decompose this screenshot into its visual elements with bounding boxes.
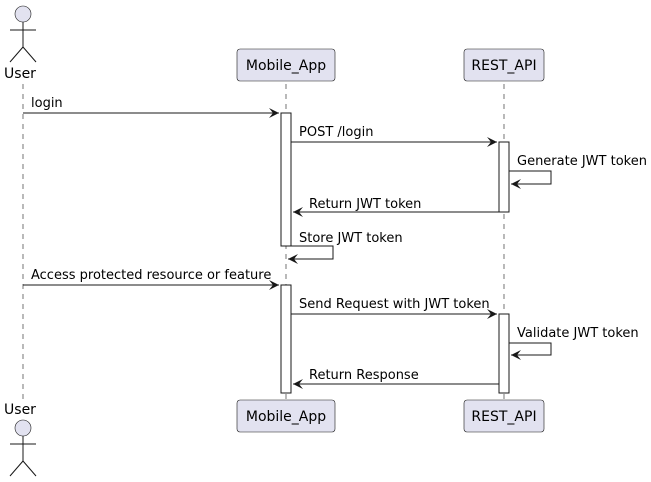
message-1: login: [23, 96, 279, 118]
message-label: POST /login: [299, 125, 373, 140]
message-label: login: [31, 96, 63, 111]
participant-label-mobile-app-top: Mobile_App: [246, 58, 326, 74]
actor-head-icon: [14, 419, 32, 437]
actor-label-user-bottom: User: [4, 402, 36, 418]
message-9: Return Response: [293, 368, 499, 389]
participant-rest-api-bottom: REST_API: [463, 399, 545, 433]
actor-label-user-top: User: [4, 66, 36, 82]
participant-label-mobile-app-bottom: Mobile_App: [246, 409, 326, 425]
actor-user-top: User: [4, 5, 37, 82]
message-label: Send Request with JWT token: [299, 297, 490, 312]
participant-label-rest-api-top: REST_API: [471, 58, 536, 74]
message-label: Store JWT token: [299, 231, 403, 246]
participant-mobile-app-bottom: Mobile_App: [236, 399, 336, 433]
message-6: Access protected resource or feature: [23, 268, 279, 290]
participant-label-rest-api-bottom: REST_API: [471, 409, 536, 425]
message-8-self: Validate JWT token: [509, 326, 639, 360]
participant-mobile-app-top: Mobile_App: [236, 48, 336, 82]
message-label: Validate JWT token: [517, 326, 639, 341]
actor-head-icon: [14, 5, 32, 23]
activation-rest-api-1: [498, 141, 510, 213]
actor-user-bottom: User: [4, 402, 37, 477]
message-label: Access protected resource or feature: [31, 268, 271, 283]
message-4: Return JWT token: [293, 197, 499, 217]
message-2: POST /login: [291, 125, 497, 147]
participant-rest-api-top: REST_API: [463, 48, 545, 82]
activation-mobile-app-1: [280, 112, 292, 247]
activation-rest-api-2: [498, 313, 510, 394]
message-3-self: Generate JWT token: [509, 154, 647, 189]
message-label: Return JWT token: [309, 197, 421, 212]
message-label: Generate JWT token: [517, 154, 647, 169]
activation-mobile-app-2: [280, 284, 292, 394]
message-label: Return Response: [309, 368, 419, 383]
message-7: Send Request with JWT token: [291, 297, 497, 319]
message-5-self: Store JWT token: [288, 231, 403, 264]
